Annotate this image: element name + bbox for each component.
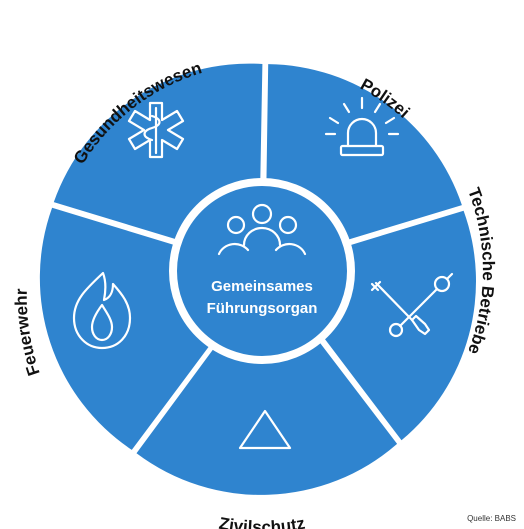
center-title-line2: Führungsorgan xyxy=(207,300,318,317)
flame-icon xyxy=(72,271,132,350)
group-icon xyxy=(217,203,307,256)
center-title-line1: Gemeinsames xyxy=(211,278,313,295)
star-of-life-icon xyxy=(127,101,185,159)
source-note: Quelle: BABS xyxy=(467,514,516,523)
wrench-screwdriver-icon xyxy=(370,272,454,338)
triangle-icon xyxy=(238,409,292,450)
police-beacon-icon xyxy=(324,96,400,157)
segment-feuerwehr xyxy=(39,207,210,450)
label-zivilschutz: Zivilschutz xyxy=(218,514,307,529)
segment-technische-betriebe xyxy=(315,210,476,441)
label-feuerwehr: Feuerwehr xyxy=(12,288,44,378)
center-circle xyxy=(169,178,355,364)
